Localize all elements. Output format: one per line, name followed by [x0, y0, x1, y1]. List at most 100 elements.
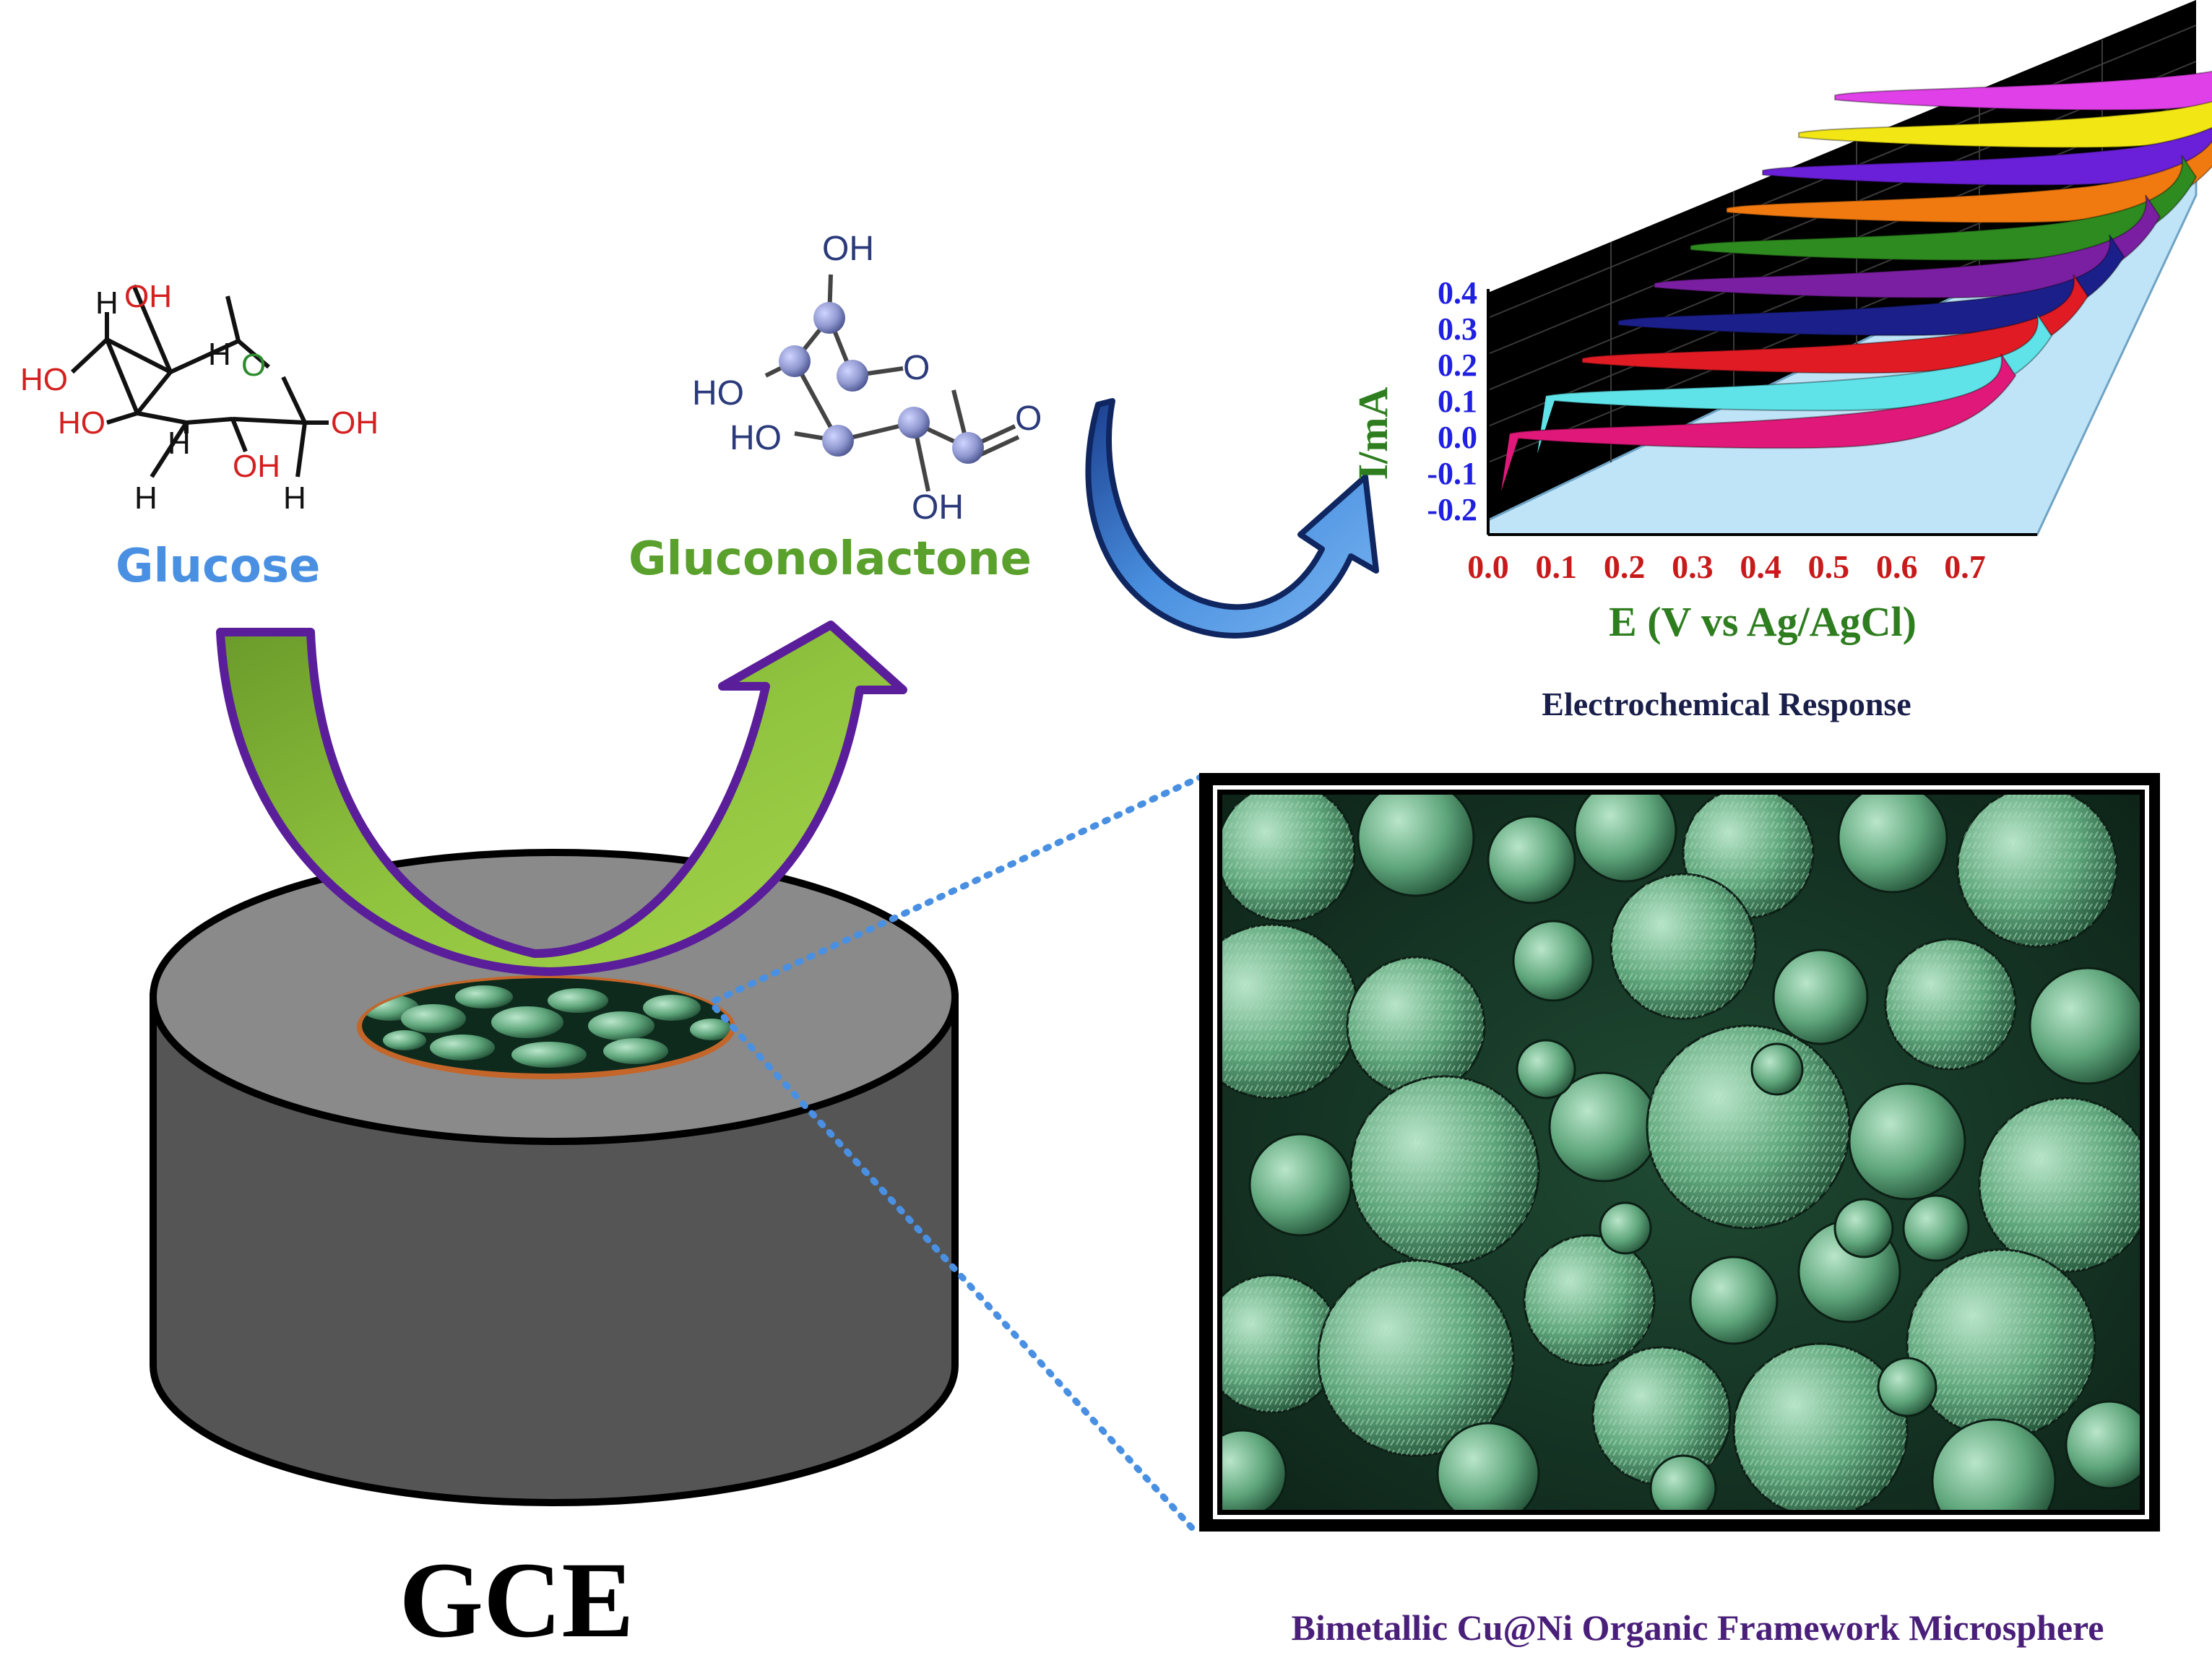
atom-sphere — [952, 432, 984, 464]
x-tick-label: 0.5 — [1808, 548, 1850, 585]
microsphere-texture — [1907, 1250, 2095, 1438]
microsphere — [1877, 1357, 1937, 1417]
electrode-surface-coating — [362, 978, 730, 1074]
chart-series-layer — [1501, 70, 2212, 491]
microsphere — [1931, 1418, 2057, 1510]
microsphere-texture — [1734, 1344, 1907, 1510]
y-tick-label: 0.3 — [1438, 311, 1477, 347]
microsphere — [1902, 1194, 1970, 1262]
x-tick-label: 0.7 — [1944, 548, 1986, 585]
y-tick-label: 0.1 — [1438, 384, 1477, 419]
microsphere-texture — [1979, 1098, 2140, 1271]
microsphere — [1772, 949, 1869, 1045]
microsphere-texture — [1222, 1275, 1340, 1412]
microsphere-texture — [1885, 939, 2016, 1069]
microsphere-texture — [1611, 874, 1755, 1019]
y-tick-label: 0.2 — [1438, 347, 1477, 383]
atom-sphere — [779, 345, 811, 377]
series-ribbon — [1654, 194, 2161, 299]
sem-micrograph — [1199, 773, 2160, 1532]
microsphere-texture — [1647, 1026, 1849, 1228]
curved-arrow-to-chart — [1085, 398, 1379, 639]
atom-sphere — [898, 407, 930, 439]
glucose-oh-lower: OH — [233, 449, 280, 484]
chart-caption: Electrochemical Response — [1542, 686, 1911, 722]
atom-sphere — [837, 360, 868, 392]
microsphere-texture — [1958, 795, 2117, 946]
series-ribbon — [1762, 126, 2212, 186]
y-axis-title: I/mA — [1349, 386, 1396, 480]
gluconolactone-oh-top: OH — [822, 230, 874, 268]
glucose-h-bottom-right: H — [283, 480, 306, 516]
microsphere — [1573, 795, 1677, 883]
glucose-h-mid: H — [208, 337, 231, 372]
series-ribbon — [1509, 353, 2017, 449]
microsphere — [1689, 1256, 1779, 1345]
microsphere-texture — [1318, 1261, 1513, 1456]
microsphere-texture — [1524, 1235, 1654, 1365]
series-spike — [1501, 433, 1518, 491]
glucose-oh-top: OH — [124, 279, 172, 314]
atom-sphere — [813, 302, 845, 334]
microsphere — [2065, 1400, 2140, 1490]
microsphere — [1516, 1039, 1576, 1100]
series-ribbon — [1798, 100, 2212, 149]
atom-sphere — [822, 425, 854, 457]
microsphere — [1848, 1082, 1966, 1201]
x-tick-label: 0.1 — [1536, 548, 1578, 585]
series-ribbon — [1545, 314, 2053, 412]
x-tick-label: 0.4 — [1740, 548, 1781, 585]
series-ribbon — [1690, 155, 2198, 262]
y-tick-label: 0.0 — [1438, 420, 1477, 455]
microsphere-texture — [1593, 1347, 1730, 1485]
series-ribbon — [1834, 70, 2212, 111]
glucose-h-top: H — [95, 285, 118, 321]
microsphere — [1837, 795, 1948, 894]
glucose-label: Glucose — [116, 540, 320, 593]
microsphere — [1649, 1454, 1717, 1510]
microsphere-texture — [1222, 795, 1355, 921]
microspheres — [1222, 795, 2140, 1510]
microsphere — [1833, 1198, 1894, 1258]
gluconolactone-ho-left: HO — [692, 374, 744, 412]
gluconolactone-label: Gluconolactone — [628, 532, 1032, 586]
microsphere-texture — [1351, 1076, 1539, 1264]
gluconolactone-structure: OH HO O HO O OH Gluconolactone — [628, 230, 1042, 586]
series-ribbon — [1726, 139, 2212, 224]
glucose-ho-lower: HO — [58, 405, 105, 441]
glucose-h-bottom-left: H — [134, 480, 157, 516]
glucose-o-ring: O — [241, 347, 266, 383]
microsphere — [1436, 1422, 1540, 1510]
glucose-structure: H OH HO H O OH HO H OH H H Glucose — [20, 279, 379, 593]
zoom-lines — [712, 771, 1210, 1532]
microsphere — [1487, 815, 1576, 904]
microsphere — [1248, 1133, 1352, 1237]
microsphere-texture — [1347, 957, 1485, 1094]
y-tick-label: -0.2 — [1427, 492, 1477, 527]
gce-electrode: GCE — [150, 849, 959, 1660]
microsphere-texture — [1222, 925, 1358, 1098]
x-tick-label: 0.6 — [1876, 548, 1918, 585]
gluconolactone-o-ring: O — [903, 349, 930, 387]
microsphere — [1750, 1042, 1804, 1096]
microsphere — [1599, 1201, 1652, 1255]
y-tick-labels: 0.40.30.20.10.0-0.1-0.2 — [1427, 275, 1477, 527]
microsphere — [1512, 920, 1594, 1002]
x-tick-label: 0.0 — [1467, 548, 1509, 585]
microsphere — [1222, 1429, 1287, 1510]
gluconolactone-ho-lower: HO — [730, 419, 782, 457]
microsphere — [1357, 795, 1475, 897]
micrograph-caption: Bimetallic Cu@Ni Organic Framework Micro… — [1292, 1607, 2104, 1648]
glucose-oh-right: OH — [331, 405, 379, 441]
gluconolactone-oh-bottom: OH — [912, 488, 964, 527]
y-tick-label: 0.4 — [1438, 275, 1477, 311]
electrode-label: GCE — [399, 1540, 634, 1660]
series-ribbon — [1581, 274, 2089, 374]
series-ribbon — [1617, 234, 2125, 337]
x-tick-label: 0.2 — [1604, 548, 1646, 585]
glucose-h-lower: H — [168, 426, 191, 461]
y-tick-label: -0.1 — [1427, 456, 1477, 491]
